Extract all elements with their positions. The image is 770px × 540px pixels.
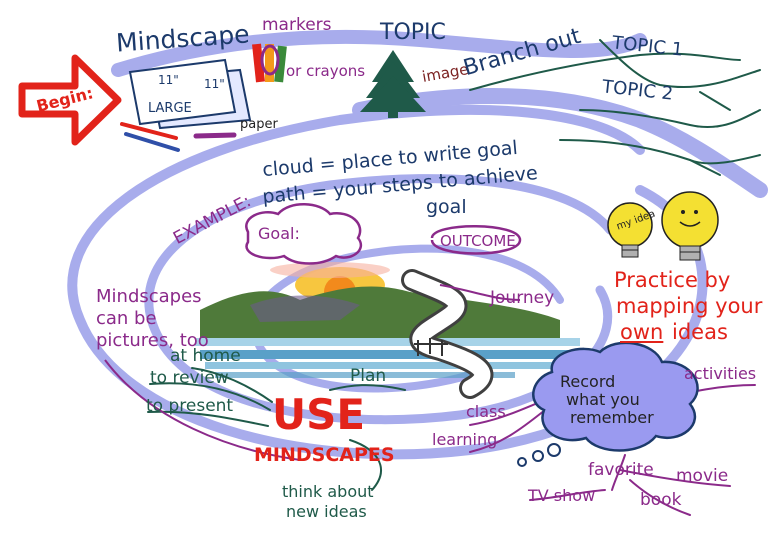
paper-icon: [128, 58, 252, 130]
outcome-oval: [430, 225, 522, 255]
markers-label: markers: [262, 15, 332, 35]
example-goal-word: goal: [426, 196, 467, 218]
lightbulb-icons: [607, 191, 719, 261]
record-line-2: what you: [566, 390, 640, 409]
landscape-illustration: [195, 262, 580, 399]
practice-ideas: ideas: [672, 320, 728, 344]
thought-bubbles: [517, 443, 561, 467]
paper-size-b: 11": [204, 77, 225, 91]
record-branches: [469, 384, 756, 516]
or-crayons-label: or crayons: [286, 62, 366, 80]
practice-line-2: mapping your: [616, 294, 763, 318]
mindscapes-label: MINDSCAPES: [254, 444, 395, 466]
use-swoop: [104, 359, 301, 461]
swirl-middle: [144, 174, 615, 425]
class-label: class: [466, 402, 506, 421]
goal-cloud-outline: [245, 203, 362, 265]
think-about-label: think about: [282, 482, 374, 501]
tv-show-label: TV show: [528, 486, 596, 505]
record-cloud: [532, 341, 699, 452]
use-label: USE: [272, 390, 366, 439]
practice-line-1: Practice by: [614, 268, 731, 292]
use-branches: [147, 367, 406, 491]
activities-label: activities: [684, 364, 757, 383]
marker-strokes: [120, 122, 237, 152]
outcome-label: OUTCOME: [440, 232, 516, 250]
to-present-label: to present: [146, 396, 234, 416]
learning-label: learning: [432, 430, 498, 449]
tree-icon: [360, 50, 426, 118]
favorite-label: favorite: [588, 460, 654, 480]
record-line-3: remember: [570, 408, 654, 427]
paper-size-a: 11": [158, 73, 179, 87]
pictures-line-1: Mindscapes: [96, 286, 202, 307]
lightbulb-smile-icon: [661, 191, 719, 261]
book-label: book: [640, 490, 682, 510]
journey-swoop: [439, 284, 521, 301]
pictures-line-2: can be: [96, 308, 157, 329]
begin-arrow: [18, 54, 122, 146]
topic-title: TOPIC: [380, 20, 446, 45]
topic-branches: [469, 39, 761, 176]
journey-label: Journey: [490, 288, 555, 308]
paper-large-label: LARGE: [148, 101, 192, 116]
pictures-line-3: pictures, too: [96, 330, 209, 351]
movie-label: movie: [676, 466, 729, 486]
lightbulb-icon: [607, 202, 653, 258]
goal-cloud-label: Goal:: [258, 224, 300, 243]
to-review-label: to review: [150, 368, 229, 388]
new-ideas-label: new ideas: [286, 502, 367, 521]
practice-own: own: [620, 320, 664, 344]
markers-icon: [252, 43, 287, 83]
plan-label: Plan: [350, 366, 387, 386]
swirl-top-band: [111, 29, 647, 77]
record-line-1: Record: [560, 372, 616, 391]
paper-label: paper: [240, 117, 278, 132]
at-home-label: at home: [170, 346, 241, 366]
